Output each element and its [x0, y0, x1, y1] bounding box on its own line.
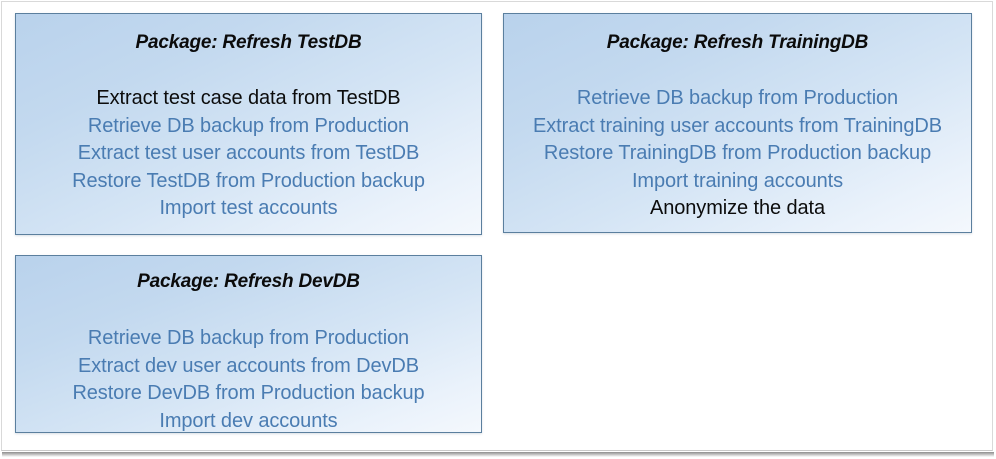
package-box-testdb[interactable]: Package: Refresh TestDB Extract test cas…	[15, 13, 482, 235]
package-title-testdb: Package: Refresh TestDB	[135, 32, 362, 53]
task-item[interactable]: Retrieve DB backup from Production	[87, 327, 410, 349]
task-item[interactable]: Restore TrainingDB from Production backu…	[543, 142, 932, 164]
package-title-devdb: Package: Refresh DevDB	[137, 271, 360, 292]
task-item[interactable]: Restore TestDB from Production backup	[72, 169, 425, 192]
package-title-trainingdb: Package: Refresh TrainingDB	[606, 32, 869, 53]
task-item[interactable]: Import training accounts	[631, 169, 844, 192]
page-bottom-shadow	[2, 452, 994, 457]
task-item[interactable]: Extract dev user accounts from DevDB	[78, 354, 419, 377]
task-item[interactable]: Extract test case data from TestDB	[96, 87, 401, 109]
task-list-testdb: Extract test case data from TestDB Retri…	[16, 85, 481, 223]
task-item[interactable]: Anonymize the data	[650, 197, 825, 219]
task-item[interactable]: Retrieve DB backup from Production	[87, 114, 410, 137]
task-list-trainingdb: Retrieve DB backup from Production Extra…	[504, 85, 971, 223]
task-item[interactable]: Import test accounts	[159, 197, 338, 219]
package-box-trainingdb[interactable]: Package: Refresh TrainingDB Retrieve DB …	[503, 13, 972, 233]
package-box-devdb[interactable]: Package: Refresh DevDB Retrieve DB backu…	[15, 255, 482, 433]
task-item[interactable]: Import dev accounts	[159, 409, 338, 432]
task-item[interactable]: Extract test user accounts from TestDB	[77, 142, 420, 164]
task-list-devdb: Retrieve DB backup from Production Extra…	[16, 325, 481, 435]
task-item[interactable]: Extract training user accounts from Trai…	[533, 114, 942, 137]
task-item[interactable]: Restore DevDB from Production backup	[72, 382, 425, 404]
task-item[interactable]: Retrieve DB backup from Production	[576, 87, 899, 109]
